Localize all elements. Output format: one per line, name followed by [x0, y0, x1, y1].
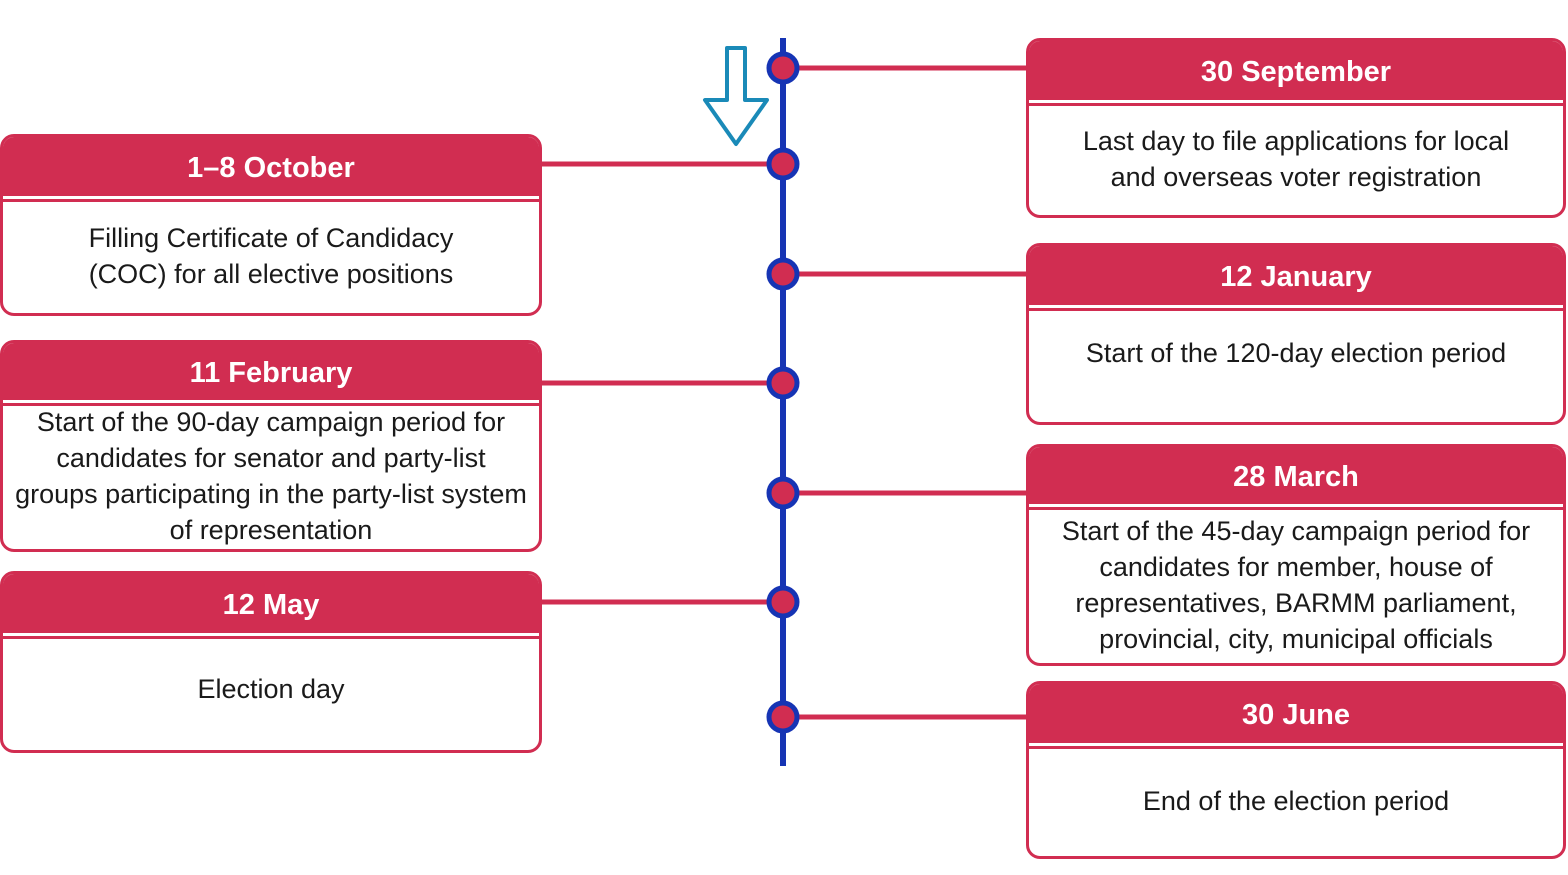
event-date: 1–8 October	[3, 137, 539, 199]
timeline-node-6	[766, 700, 800, 734]
event-date: 30 September	[1029, 41, 1563, 103]
event-card-6: 30 June End of the election period	[1026, 681, 1566, 859]
event-date: 28 March	[1029, 447, 1563, 507]
event-card-3: 11 February Start of the 90-day campaign…	[0, 340, 542, 552]
event-date: 12 May	[3, 574, 539, 636]
event-description: Last day to file applications for local …	[1082, 126, 1510, 192]
event-description: Start of the 90-day campaign period for …	[15, 407, 527, 545]
timeline-node-1	[766, 147, 800, 181]
event-date: 30 June	[1029, 684, 1563, 746]
event-description: Election day	[197, 674, 345, 704]
timeline-node-0	[766, 51, 800, 85]
event-card-4: 28 March Start of the 45-day campaign pe…	[1026, 444, 1566, 666]
event-description: Filling Certificate of Candidacy (COC) f…	[88, 223, 454, 289]
timeline-node-2	[766, 257, 800, 291]
down-arrow-icon	[703, 46, 769, 146]
event-date: 11 February	[3, 343, 539, 403]
event-card-0: 30 September Last day to file applicatio…	[1026, 38, 1566, 218]
event-card-1: 1–8 October Filling Certificate of Candi…	[0, 134, 542, 316]
timeline-node-3	[766, 366, 800, 400]
event-card-5: 12 May Election day	[0, 571, 542, 753]
timeline-node-4	[766, 476, 800, 510]
event-description: End of the election period	[1142, 786, 1450, 816]
event-card-2: 12 January Start of the 120-day election…	[1026, 243, 1566, 425]
timeline-node-5	[766, 585, 800, 619]
event-date: 12 January	[1029, 246, 1563, 308]
event-description: Start of the 120-day election period	[1085, 338, 1507, 368]
event-description: Start of the 45-day campaign period for …	[1061, 516, 1531, 654]
